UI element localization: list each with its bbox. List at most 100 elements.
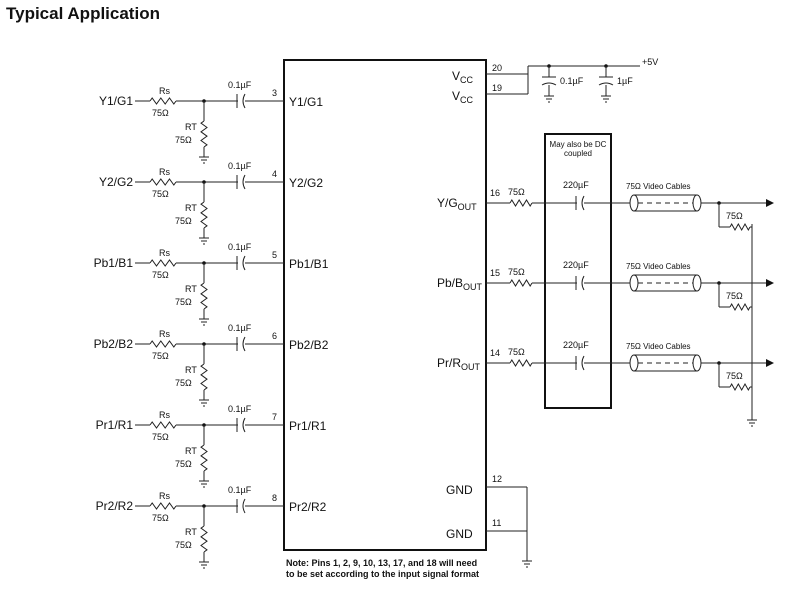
input-cap-value: 0.1µF xyxy=(228,404,252,414)
pin-number: 11 xyxy=(492,518,501,528)
rt-label: RT xyxy=(185,203,197,213)
pin-number: 4 xyxy=(272,169,277,179)
supply-cap-value: 1µF xyxy=(617,76,633,86)
rs-resistor xyxy=(149,502,177,510)
ic-body xyxy=(283,59,487,551)
rt-resistor xyxy=(200,201,208,229)
supply-rail-label: +5V xyxy=(642,57,658,67)
rt-resistor xyxy=(200,525,208,553)
supply-cap-value: 0.1µF xyxy=(560,76,584,86)
load-resistor-value: 75Ω xyxy=(726,371,743,381)
pin-number: 16 xyxy=(490,188,500,198)
load-resistor-value: 75Ω xyxy=(726,211,743,221)
page-title: Typical Application xyxy=(6,4,160,23)
output-arrow xyxy=(766,279,774,287)
dynamic-layer: Y1/G1Rs75Ω0.1µF3Y1/G1RT75ΩY2/G2Rs75Ω0.1µ… xyxy=(94,57,774,579)
rt-value: 75Ω xyxy=(175,378,192,388)
ground-symbol xyxy=(601,95,611,103)
rs-value: 75Ω xyxy=(152,108,169,118)
video-cable-label: 75Ω Video Cables xyxy=(626,262,691,271)
dc-coupled-box xyxy=(544,133,612,409)
input-label: Pr1/R1 xyxy=(96,418,134,432)
ground-symbol xyxy=(199,156,209,164)
output-cap-value: 220µF xyxy=(563,340,589,350)
rs-resistor xyxy=(149,340,177,348)
rs-value: 75Ω xyxy=(152,189,169,199)
rt-label: RT xyxy=(185,446,197,456)
cap-plate-curved xyxy=(242,417,246,433)
input-coupling-capacitor xyxy=(236,417,246,433)
pin-number: 6 xyxy=(272,331,277,341)
rs-value: 75Ω xyxy=(152,432,169,442)
cap-plate-curved xyxy=(242,498,246,514)
pin-label: Pr2/R2 xyxy=(289,500,327,514)
output-cap-value: 220µF xyxy=(563,180,589,190)
rs-label: Rs xyxy=(159,86,170,96)
rs-value: 75Ω xyxy=(152,351,169,361)
vcc-pin-label: VCC xyxy=(452,69,474,85)
output-arrow xyxy=(766,199,774,207)
input-cap-value: 0.1µF xyxy=(228,323,252,333)
input-label: Pr2/R2 xyxy=(96,499,134,513)
cap-plate-curved xyxy=(598,82,614,86)
cable-end-left xyxy=(629,274,639,292)
pin-number: 5 xyxy=(272,250,277,260)
input-cap-value: 0.1µF xyxy=(228,80,252,90)
input-label: Y2/G2 xyxy=(99,175,133,189)
rs-label: Rs xyxy=(159,248,170,258)
supply-cap-0.1uF xyxy=(541,76,557,86)
rt-value: 75Ω xyxy=(175,540,192,550)
rt-resistor xyxy=(200,282,208,310)
cap-plate-curved xyxy=(242,93,246,109)
vcc-pin-label: VCC xyxy=(452,89,474,105)
cable-end-left xyxy=(629,194,639,212)
ground-symbol xyxy=(199,237,209,245)
pin-number: 3 xyxy=(272,88,277,98)
rs-resistor xyxy=(149,97,177,105)
pin-number: 14 xyxy=(490,348,500,358)
cap-plate-curved xyxy=(242,255,246,271)
input-coupling-capacitor xyxy=(236,93,246,109)
input-cap-value: 0.1µF xyxy=(228,485,252,495)
output-pin-label: Pr/ROUT xyxy=(437,356,481,372)
pin-configuration-note: to be set according to the input signal … xyxy=(286,569,479,579)
rs-label: Rs xyxy=(159,410,170,420)
pin-configuration-note: Note: Pins 1, 2, 9, 10, 13, 17, and 18 w… xyxy=(286,558,477,568)
cable-end-left xyxy=(629,354,639,372)
cable-end-right xyxy=(692,274,702,292)
static-layer xyxy=(283,59,753,561)
rs-label: Rs xyxy=(159,167,170,177)
input-cap-value: 0.1µF xyxy=(228,242,252,252)
pin-label: Pb1/B1 xyxy=(289,257,329,271)
ground-symbol xyxy=(199,318,209,326)
pin-number: 20 xyxy=(492,63,502,73)
output-pin-label: Y/GOUT xyxy=(437,196,477,212)
cap-plate-curved xyxy=(242,336,246,352)
cap-plate-curved xyxy=(242,174,246,190)
rt-resistor xyxy=(200,363,208,391)
input-label: Pb2/B2 xyxy=(94,337,134,351)
rs-resistor xyxy=(149,178,177,186)
rs-resistor xyxy=(149,421,177,429)
output-series-resistor xyxy=(509,199,533,207)
pin-number: 8 xyxy=(272,493,277,503)
input-coupling-capacitor xyxy=(236,336,246,352)
pin-number: 15 xyxy=(490,268,500,278)
rt-value: 75Ω xyxy=(175,459,192,469)
ground-symbol xyxy=(747,419,757,427)
video-cable-label: 75Ω Video Cables xyxy=(626,342,691,351)
output-resistor-value: 75Ω xyxy=(508,347,525,357)
output-arrow xyxy=(766,359,774,367)
gnd-pin-label: GND xyxy=(446,483,473,497)
cap-plate-curved xyxy=(581,355,585,371)
pin-label: Y1/G1 xyxy=(289,95,323,109)
input-cap-value: 0.1µF xyxy=(228,161,252,171)
input-label: Y1/G1 xyxy=(99,94,133,108)
ground-symbol xyxy=(544,95,554,103)
gnd-pin-label: GND xyxy=(446,527,473,541)
video-cable-label: 75Ω Video Cables xyxy=(626,182,691,191)
rs-value: 75Ω xyxy=(152,270,169,280)
cap-plate-curved xyxy=(581,195,585,211)
rt-value: 75Ω xyxy=(175,216,192,226)
